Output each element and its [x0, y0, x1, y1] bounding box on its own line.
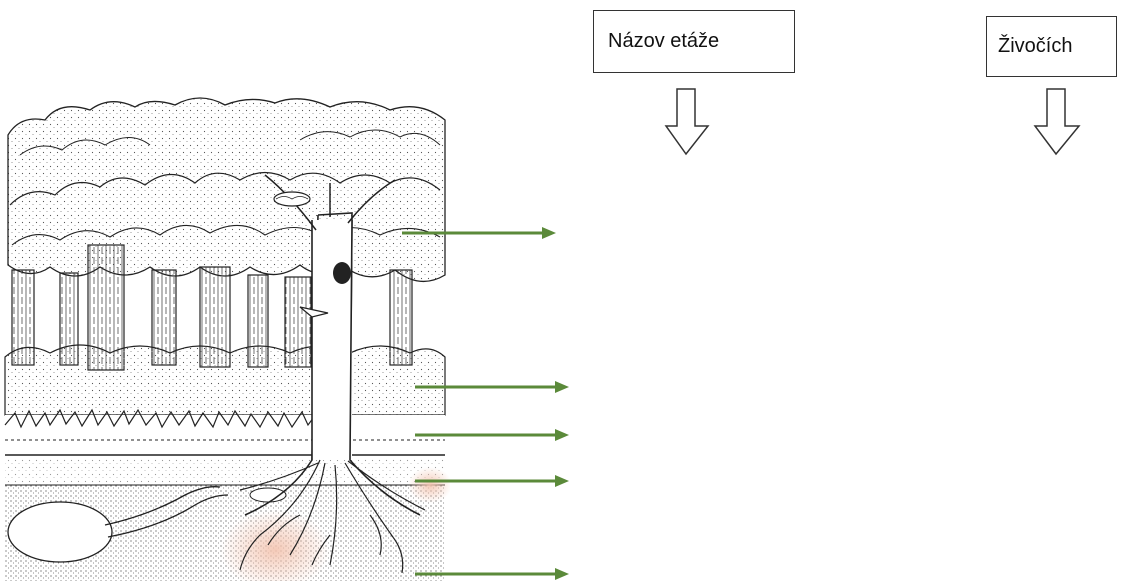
forest-layers-illustration: [4, 97, 450, 581]
layer-name-header-box: Názov etáže: [593, 10, 795, 73]
pointer-arrow-shrub-layer: [415, 381, 569, 393]
animal-header-label: Živočích: [998, 35, 1073, 57]
pointer-arrow-herb-layer: [415, 429, 569, 441]
layer-name-down-arrow-icon: [664, 88, 710, 156]
pointer-arrow-tree-layer: [402, 227, 556, 239]
pointer-arrow-moss-layer: [415, 475, 569, 487]
animal-down-arrow-icon: [1033, 88, 1081, 156]
pointer-arrow-root-layer: [415, 568, 569, 580]
layer-name-header-label: Názov etáže: [608, 30, 720, 52]
animal-header-box: Živočích: [986, 16, 1117, 77]
